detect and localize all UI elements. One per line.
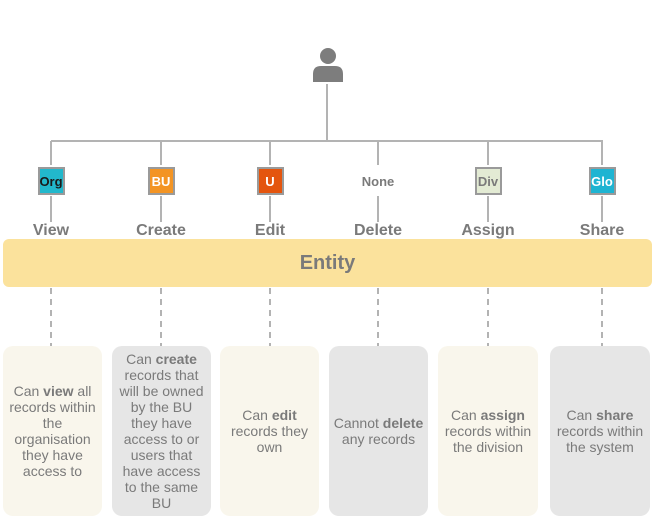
- label-edit: Edit: [254, 222, 286, 239]
- card-text-edit: Can edit records they own: [230, 407, 309, 455]
- label-share: Share: [579, 222, 625, 239]
- card-edit: Can edit records they own: [220, 346, 319, 516]
- card-create: Can create records that will be owned by…: [112, 346, 211, 516]
- card-text-view: Can view all records within the organisa…: [9, 383, 96, 479]
- entity-bar: Entity: [3, 239, 652, 287]
- card-view: Can view all records within the organisa…: [3, 346, 102, 516]
- card-text-delete: Cannot delete any records: [333, 415, 424, 447]
- badge-view: Org: [37, 167, 65, 195]
- card-delete: Cannot delete any records: [329, 346, 428, 516]
- entity-label: Entity: [299, 251, 356, 274]
- label-delete: Delete: [353, 222, 403, 239]
- card-text-share: Can share records within the system: [556, 407, 644, 455]
- card-assign: Can assign records within the division: [438, 346, 538, 516]
- label-create: Create: [136, 222, 186, 239]
- badge-edit: U: [256, 167, 284, 195]
- card-text-assign: Can assign records within the division: [444, 407, 532, 455]
- label-assign: Assign: [461, 222, 515, 239]
- label-view: View: [32, 222, 70, 239]
- user-icon: [313, 48, 343, 82]
- card-text-create: Can create records that will be owned by…: [119, 351, 204, 511]
- badge-create: BU: [147, 167, 175, 195]
- badge-assign: Div: [474, 167, 502, 195]
- badge-share: Glo: [588, 167, 616, 195]
- badge-delete: None: [361, 173, 395, 189]
- card-share: Can share records within the system: [550, 346, 650, 516]
